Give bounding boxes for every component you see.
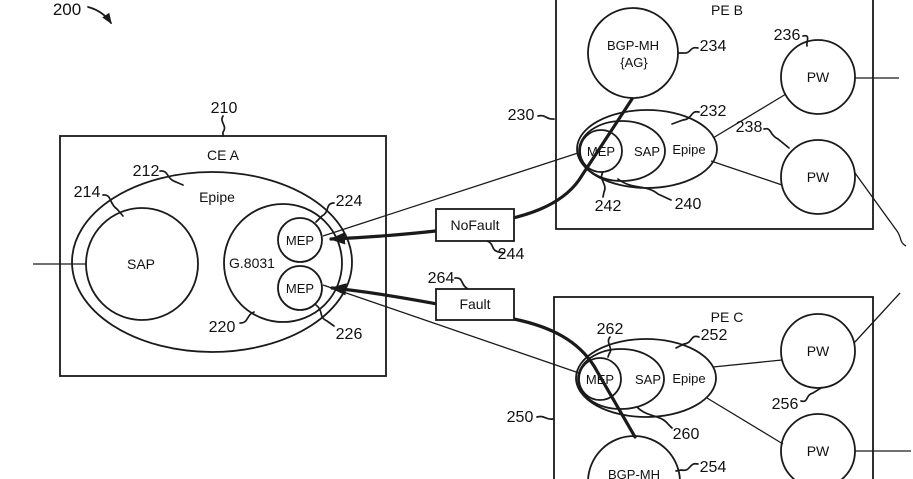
ce-a-mep-top-circle — [277, 217, 323, 263]
pe-b-title: PE B — [711, 2, 743, 18]
pe-b-pwbottom-external-line — [854, 172, 907, 247]
ce-a-sap-label: SAP — [127, 256, 155, 272]
pe-c-epipe-label: Epipe — [672, 371, 705, 386]
ref-200: 200 — [53, 0, 81, 19]
fault-box — [435, 288, 515, 321]
pe-c-node: PE C MEP SAP Epipe BGP-MH PW PW — [553, 292, 911, 479]
lead-260 — [636, 406, 673, 429]
pe-c-epipe-pwtop-line — [712, 359, 783, 368]
lead-252 — [675, 335, 700, 349]
ce-a-sap-circle — [85, 207, 199, 321]
reference-numbers: 200 210 212 214 224 226 220 230 232 234 … — [53, 0, 801, 476]
nofault-label: NoFault — [450, 217, 499, 233]
pe-b-epipe-pwbottom-line — [710, 160, 783, 186]
lead-232 — [671, 110, 700, 125]
lead-230 — [537, 114, 555, 120]
ref-250: 250 — [507, 409, 534, 426]
pe-c-title: PE C — [711, 309, 744, 325]
pe-b-bgp-circle — [587, 7, 679, 99]
pe-b-epipe-label: Epipe — [672, 142, 705, 157]
lead-242 — [600, 171, 606, 198]
ce-a-mep-top-label: MEP — [286, 233, 314, 248]
nofault-status: NoFault — [435, 208, 515, 242]
pe-c-pw-bottom-label: PW — [807, 443, 830, 459]
ref-236: 236 — [774, 27, 801, 44]
pe-c-epipe-pwbottom-line — [706, 397, 784, 445]
ref-210: 210 — [211, 100, 238, 117]
pe-c-box — [553, 296, 874, 479]
lead-224 — [315, 202, 335, 223]
pe-c-pw-top-label: PW — [807, 343, 830, 359]
lead-240 — [617, 178, 672, 201]
ce-a-epipe-label: Epipe — [199, 189, 235, 205]
ce-a-g8031-circle — [223, 203, 343, 323]
pe-b-pw-bottom-circle — [780, 139, 856, 215]
ce-a-g8031-label: G.8031 — [229, 255, 275, 271]
ce-a-node: CE A Epipe SAP G.8031 MEP MEP — [33, 135, 387, 377]
lead-254 — [675, 462, 699, 472]
lead-244 — [486, 240, 505, 254]
ref-232: 232 — [700, 103, 727, 120]
pe-b-bgp-sublabel: {AG} — [620, 55, 648, 70]
fault-status: Fault — [435, 288, 515, 321]
ref-242: 242 — [595, 198, 622, 215]
cea-pec-mep-link-line — [322, 284, 580, 374]
ref-264: 264 — [428, 270, 455, 287]
ref-252: 252 — [701, 327, 728, 344]
lead-226 — [315, 304, 335, 327]
ref-220: 220 — [209, 319, 236, 336]
fault-label: Fault — [459, 296, 490, 312]
ref-230: 230 — [508, 107, 535, 124]
pe-c-epipe-ellipse — [575, 338, 717, 418]
cea-peb-mep-link-line — [322, 152, 579, 237]
ref-256: 256 — [772, 396, 799, 413]
ce-a-mep-bottom-circle — [277, 265, 323, 311]
lead-210 — [221, 115, 226, 137]
pe-b-epipe-pwtop-line — [712, 93, 787, 139]
ref-226: 226 — [336, 326, 363, 343]
ref-260: 260 — [673, 426, 700, 443]
pe-b-bgp-label: BGP-MH — [607, 38, 659, 53]
pe-c-sap-ellipse — [577, 348, 665, 410]
pe-b-pw-top-label: PW — [807, 69, 830, 85]
pe-b-node: PE B BGP-MH {AG} MEP SAP Epipe PW PW — [555, 0, 907, 247]
ref-234: 234 — [700, 38, 727, 55]
ref-254: 254 — [700, 459, 727, 476]
lead-236 — [802, 34, 809, 47]
ce-a-mep-bottom-label: MEP — [286, 281, 314, 296]
pe-b-box — [555, 0, 874, 230]
ce-a-title: CE A — [207, 147, 240, 163]
pe-b-pw-top-circle — [780, 39, 856, 115]
ref-262: 262 — [597, 321, 624, 338]
lead-212 — [159, 170, 184, 186]
ref-212: 212 — [133, 163, 160, 180]
pe-c-pwtop-external-line — [853, 292, 901, 344]
lead-250 — [536, 415, 554, 420]
lead-238 — [763, 127, 790, 149]
lead-256 — [800, 387, 822, 403]
pe-b-mep-circle — [579, 129, 623, 173]
lead-214 — [102, 194, 124, 217]
lead-262 — [607, 336, 612, 358]
figure-ref-arrow — [87, 6, 112, 25]
lead-264 — [454, 277, 469, 290]
ref-240: 240 — [675, 196, 702, 213]
pe-c-bgp-label: BGP-MH — [608, 467, 660, 479]
pe-c-sap-label: SAP — [635, 372, 661, 387]
lead-220 — [239, 311, 255, 324]
pe-b-sap-label: SAP — [634, 144, 660, 159]
ce-a-epipe-ellipse — [71, 171, 353, 353]
pe-c-pw-top-circle — [780, 313, 856, 389]
ref-244: 244 — [498, 246, 525, 263]
ref-214: 214 — [74, 184, 101, 201]
nofault-box — [435, 208, 515, 242]
ref-224: 224 — [336, 193, 363, 210]
pe-b-pw-bottom-label: PW — [807, 169, 830, 185]
pe-c-mep-circle — [578, 357, 622, 401]
reference-lead-lines — [102, 34, 822, 472]
ref-238: 238 — [736, 119, 763, 136]
lead-234 — [678, 46, 699, 54]
